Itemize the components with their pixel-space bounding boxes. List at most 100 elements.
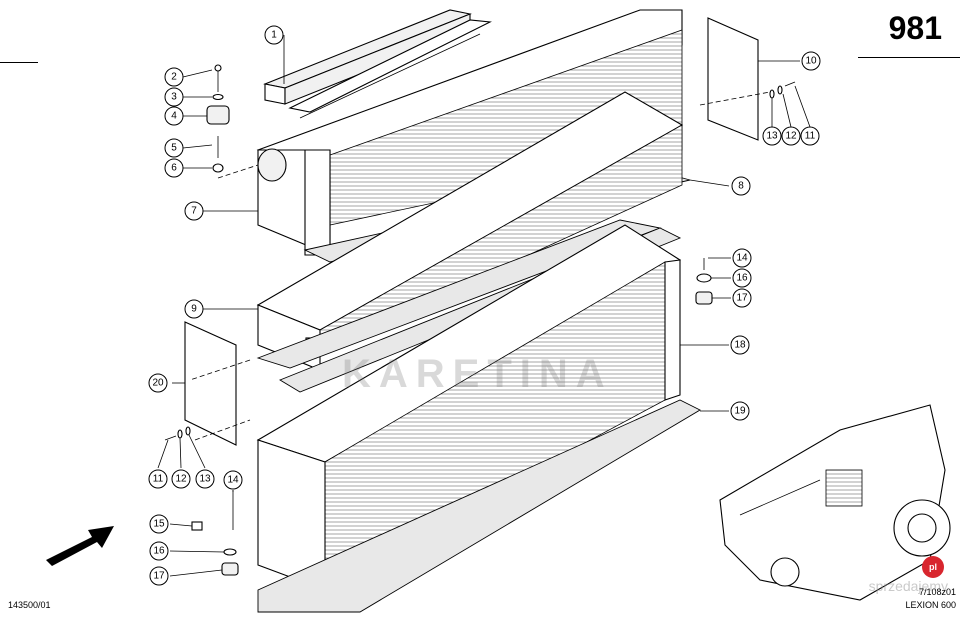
- callout-label: 8: [738, 181, 744, 192]
- callout-circle: [264, 25, 284, 45]
- callout-20: 20: [148, 373, 168, 393]
- callout-1: 1: [264, 25, 284, 45]
- callout-label: 15: [153, 519, 165, 530]
- callout-leaders: [157, 35, 811, 577]
- callout-circle: [781, 126, 801, 146]
- callout-label: 17: [153, 571, 165, 582]
- callout-label: 10: [805, 56, 817, 67]
- callout-7: 7: [184, 201, 204, 221]
- model-name: LEXION 600: [905, 600, 956, 610]
- lower-radiator-part: [256, 224, 682, 591]
- callout-label: 20: [152, 378, 164, 389]
- callout-label: 16: [736, 273, 748, 284]
- side-plate-part: [184, 321, 237, 446]
- callout-label: 17: [736, 293, 748, 304]
- callout-15: 15: [149, 514, 169, 534]
- callout-circle: [195, 469, 215, 489]
- callout-circle: [800, 126, 820, 146]
- callout-circle: [149, 566, 169, 586]
- left-header-rule: [0, 62, 38, 63]
- callout-label: 19: [734, 406, 746, 417]
- watermark-badge: pl: [922, 556, 944, 578]
- callout-circle: [730, 401, 750, 421]
- callout-label: 12: [175, 474, 187, 485]
- callout-19: 19: [730, 401, 750, 421]
- callout-17: 17: [149, 566, 169, 586]
- direction-arrow: [46, 526, 114, 566]
- upper-cooler-part: [256, 9, 683, 256]
- callout-14: 14: [223, 470, 243, 490]
- callout-circle: [801, 51, 821, 71]
- callout-circle: [731, 176, 751, 196]
- callout-circle: [184, 299, 204, 319]
- callout-circle: [730, 335, 750, 355]
- cover-plate-part: [707, 17, 759, 141]
- callout-circle: [164, 138, 184, 158]
- callout-4: 4: [164, 106, 184, 126]
- lower-left-fasteners: [164, 426, 239, 576]
- drawing-id: 143500/01: [8, 600, 51, 610]
- callout-label: 6: [171, 163, 177, 174]
- callout-12: 12: [171, 469, 191, 489]
- callout-16: 16: [732, 268, 752, 288]
- callout-label: 11: [805, 131, 816, 142]
- callout-circle: [732, 268, 752, 288]
- callout-3: 3: [164, 87, 184, 107]
- callout-label: 1: [271, 30, 277, 41]
- callout-10: 10: [801, 51, 821, 71]
- callout-label: 9: [191, 304, 197, 315]
- page-number-rule: [858, 57, 960, 58]
- callout-11: 11: [148, 469, 168, 489]
- callout-9: 9: [184, 299, 204, 319]
- callout-label: 11: [153, 474, 164, 485]
- callout-label: 2: [171, 72, 177, 83]
- reference-code: 7/108z01: [918, 587, 956, 597]
- callout-label: 18: [734, 340, 746, 351]
- callout-circle: [171, 469, 191, 489]
- callout-circle: [149, 514, 169, 534]
- callout-circle: [164, 67, 184, 87]
- callout-label: 13: [199, 474, 211, 485]
- mid-right-fasteners: [695, 258, 713, 305]
- watermark-site: sprzedajemy: [868, 578, 948, 594]
- callout-8: 8: [731, 176, 751, 196]
- callout-14: 14: [732, 248, 752, 268]
- callout-label: 16: [153, 546, 165, 557]
- callout-label: 14: [736, 253, 748, 264]
- callout-18: 18: [730, 335, 750, 355]
- callout-label: 14: [227, 475, 239, 486]
- base-plate-part: [257, 399, 701, 613]
- callout-circle: [149, 541, 169, 561]
- callout-label: 13: [766, 131, 778, 142]
- callout-2: 2: [164, 67, 184, 87]
- callout-circle: [223, 470, 243, 490]
- callout-16: 16: [149, 541, 169, 561]
- callout-5: 5: [164, 138, 184, 158]
- bracket-rail-part: [288, 19, 492, 119]
- upper-right-fasteners: [769, 81, 796, 99]
- callout-6: 6: [164, 158, 184, 178]
- callout-circle: [148, 373, 168, 393]
- callout-label: 7: [191, 206, 197, 217]
- callout-13: 13: [762, 126, 782, 146]
- callout-12: 12: [781, 126, 801, 146]
- callout-11: 11: [800, 126, 820, 146]
- callout-circle: [164, 158, 184, 178]
- upper-mount-fasteners: [206, 64, 230, 173]
- callout-circle: [184, 201, 204, 221]
- callout-circle: [732, 248, 752, 268]
- callout-label: 5: [171, 143, 177, 154]
- combine-harvester-locator: [719, 404, 951, 601]
- page-number: 981: [888, 10, 942, 46]
- callout-circle: [164, 106, 184, 126]
- callout-label: 4: [171, 111, 177, 122]
- assembly-lines: [189, 91, 771, 441]
- callout-label: 3: [171, 92, 177, 103]
- callout-17: 17: [732, 288, 752, 308]
- callout-circle: [732, 288, 752, 308]
- watermark-text: KARETINA: [342, 352, 613, 396]
- callout-circle: [762, 126, 782, 146]
- callout-label: 12: [785, 131, 797, 142]
